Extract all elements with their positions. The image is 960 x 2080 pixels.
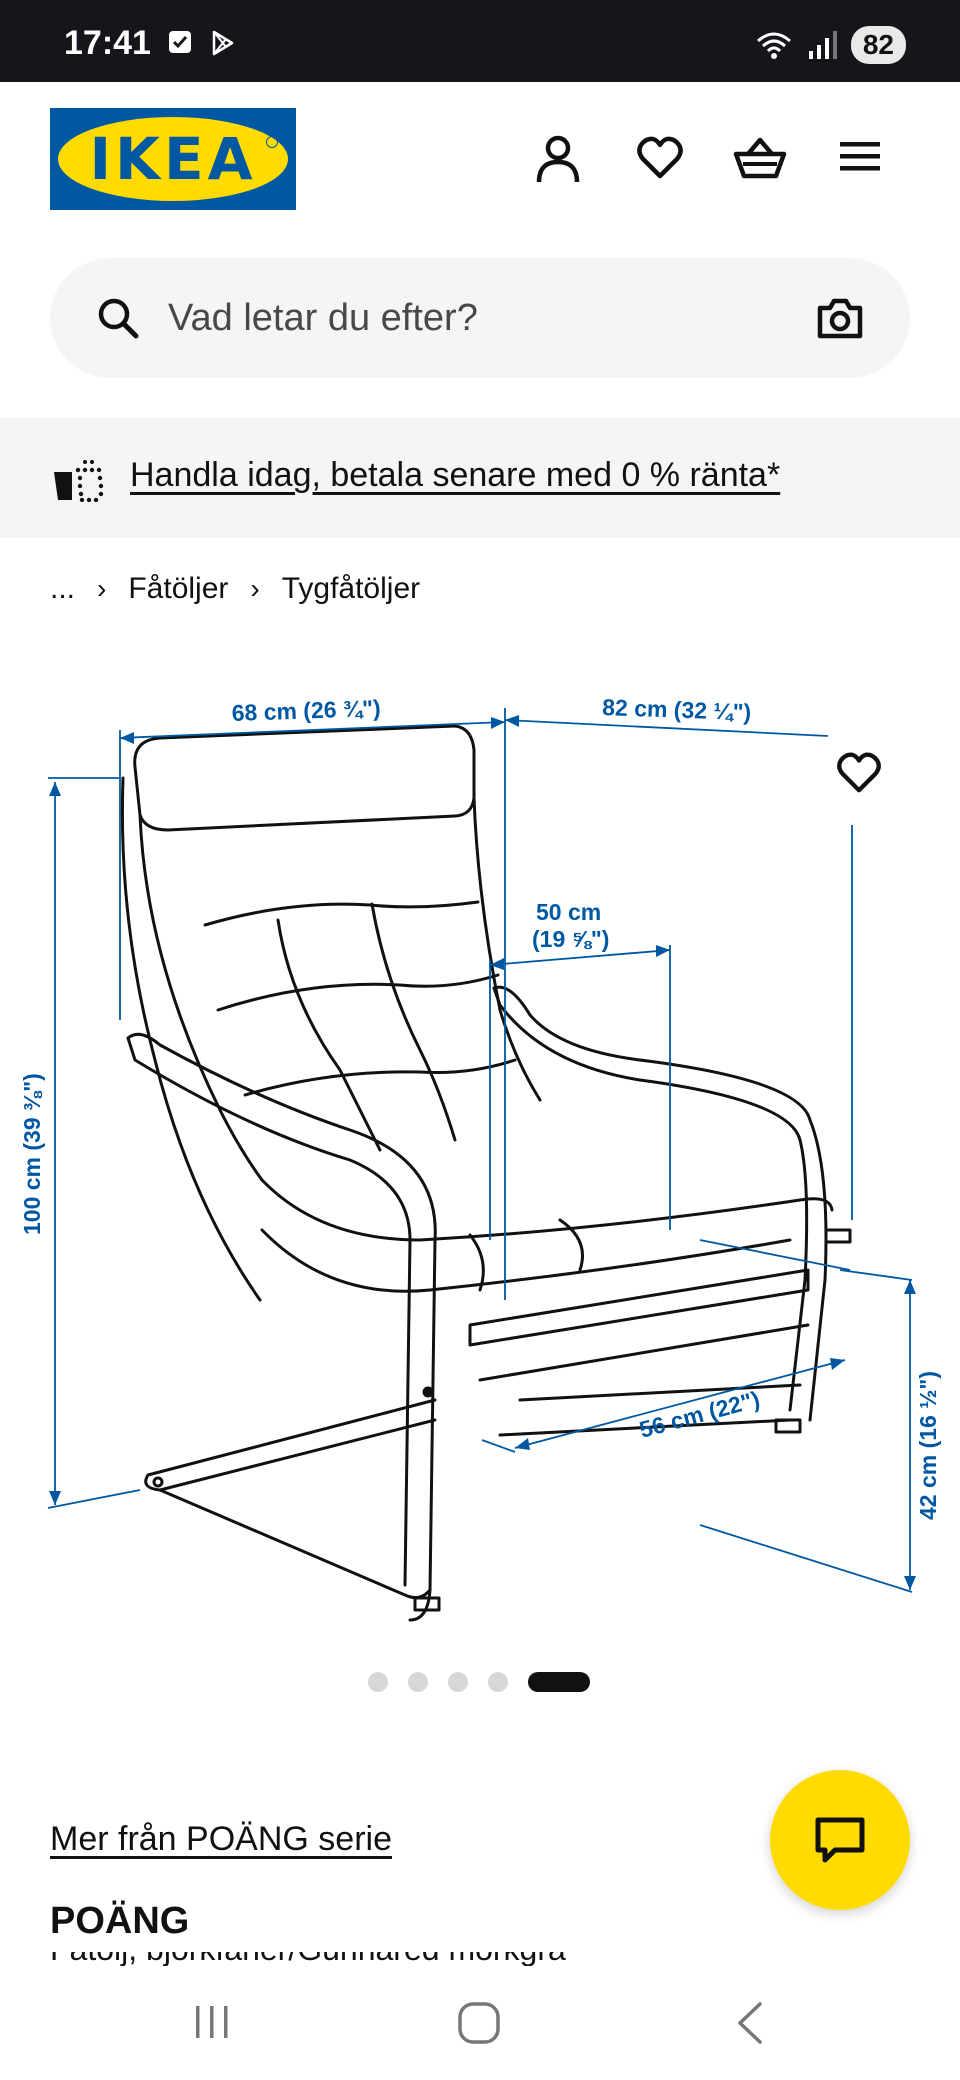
user-icon — [536, 135, 580, 183]
heart-icon — [637, 136, 683, 179]
chevron-right-icon: › — [97, 573, 107, 604]
signal-icon — [808, 31, 837, 59]
home-icon[interactable] — [456, 2000, 502, 2046]
chevron-right-icon: › — [250, 573, 260, 604]
chair-line-drawing — [120, 724, 852, 1622]
chat-button[interactable] — [770, 1770, 910, 1910]
recent-apps-icon[interactable] — [190, 2000, 234, 2044]
play-store-icon — [212, 30, 234, 56]
android-nav-bar — [0, 1966, 960, 2080]
hamburger-menu-icon — [840, 142, 880, 171]
cart-button[interactable] — [732, 134, 788, 182]
search-icon[interactable] — [96, 296, 140, 340]
dimension-seat-height-label: 42 cm (16 ½") — [915, 1371, 941, 1520]
promo-link[interactable]: Handla idag, betala senare med 0 % ränta… — [130, 456, 781, 494]
dimension-height-label: 100 cm (39 ⅜") — [19, 1073, 45, 1235]
logo-registered-mark — [266, 136, 278, 148]
camera-search-icon[interactable] — [816, 296, 864, 340]
product-description-clip: Fåtölj, björkfaner/Gunnared mörkgrå — [50, 1952, 910, 1966]
wishlist-button[interactable] — [636, 134, 684, 182]
breadcrumb-item-fatoljer[interactable]: Fåtöljer — [128, 572, 229, 605]
carousel-dot[interactable] — [488, 1672, 508, 1692]
menu-button[interactable] — [838, 134, 882, 178]
status-time: 17:41 — [64, 24, 151, 62]
search-input[interactable] — [168, 284, 768, 352]
logo-text: IKEA — [89, 125, 257, 193]
carousel-dot-active[interactable] — [528, 1672, 590, 1692]
product-dimension-image[interactable]: 68 cm (26 ¾") 82 cm (32 ¼") 50 cm (19 ⅝"… — [0, 640, 960, 1640]
logo-ellipse — [58, 117, 288, 201]
product-description: Fåtölj, björkfaner/Gunnared mörkgrå — [50, 1952, 910, 1966]
image-wishlist-button[interactable] — [836, 750, 882, 801]
carousel-dot[interactable] — [368, 1672, 388, 1692]
series-link[interactable]: Mer från POÄNG serie — [50, 1820, 392, 1858]
dimension-seat-width-in-label: (19 ⅝") — [532, 926, 609, 952]
breadcrumb-item-tygfatoljer[interactable]: Tygfåtöljer — [281, 572, 421, 605]
dimension-lines — [47, 708, 913, 1593]
ikea-logo[interactable]: IKEA — [50, 108, 296, 210]
battery-level: 82 — [850, 26, 906, 64]
dimension-seat-depth-label: 56 cm (22") — [637, 1386, 763, 1443]
heart-icon — [837, 752, 881, 793]
product-name: POÄNG — [50, 1900, 190, 1942]
dimension-seat-width-cm-label: 50 cm — [536, 899, 601, 925]
shopping-basket-icon — [733, 137, 787, 179]
checkbox-notification-icon — [169, 31, 191, 53]
site-header: IKEA — [0, 82, 960, 242]
wifi-icon — [756, 32, 791, 59]
carousel-indicator — [368, 1672, 590, 1692]
promo-banner: Handla idag, betala senare med 0 % ränta… — [0, 418, 960, 538]
breadcrumb-ellipsis[interactable]: ... — [50, 572, 76, 605]
carousel-dot[interactable] — [448, 1672, 468, 1692]
status-bar: 17:41 82 — [0, 0, 960, 82]
back-icon[interactable] — [730, 2000, 770, 2046]
dimension-width-label: 68 cm (26 ¾") — [231, 695, 381, 726]
shopping-bag-dots-icon — [54, 460, 104, 502]
dimension-arrowheads — [49, 715, 916, 1590]
chat-bubble-icon — [815, 1817, 865, 1863]
status-notification-icons — [168, 30, 236, 56]
status-right-icons: 82 — [755, 26, 906, 64]
carousel-dot[interactable] — [408, 1672, 428, 1692]
profile-button[interactable] — [534, 134, 582, 186]
breadcrumb: ... › Fåtöljer › Tygfåtöljer — [50, 572, 420, 606]
search-bar[interactable] — [50, 258, 910, 378]
dimension-depth-label: 82 cm (32 ¼") — [602, 694, 752, 725]
